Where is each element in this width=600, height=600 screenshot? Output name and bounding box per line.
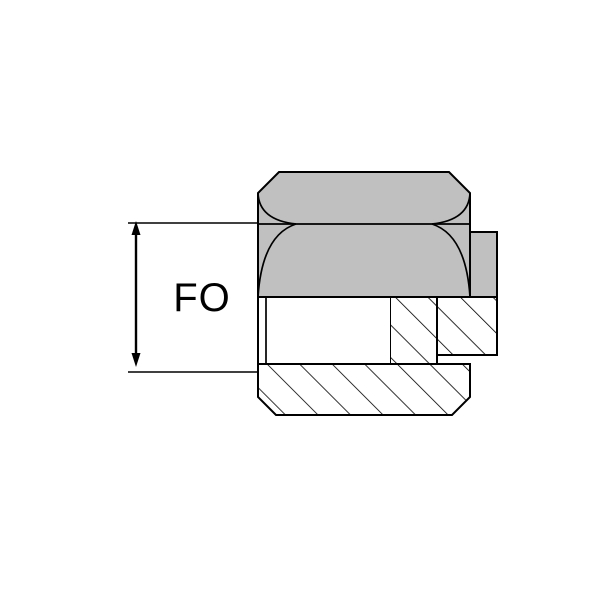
hex-chamfer-arc-left-lower [257, 223, 297, 298]
collar-group [469, 231, 498, 298]
cavity-region [266, 297, 390, 370]
hex-chamfer-arc-right-lower [431, 223, 471, 298]
collar-outline [469, 231, 498, 298]
base-step-notch [436, 354, 497, 364]
hex-chamfer-arc-left-upper [257, 192, 297, 225]
base-hatch-fill [258, 364, 470, 415]
base-flange-group [257, 354, 497, 416]
cavity-group [257, 296, 497, 371]
body-hatch-fill [390, 297, 497, 364]
hex-head-outline [257, 171, 471, 298]
dimension-annotation-group: FO [128, 221, 259, 373]
dimension-arrowhead-bottom [131, 353, 141, 367]
dimension-arrowhead-top [131, 221, 141, 235]
hex-head-group [257, 171, 471, 298]
dimension-label-fo: FO [173, 276, 231, 320]
hex-chamfer-arc-right-upper [431, 192, 471, 225]
